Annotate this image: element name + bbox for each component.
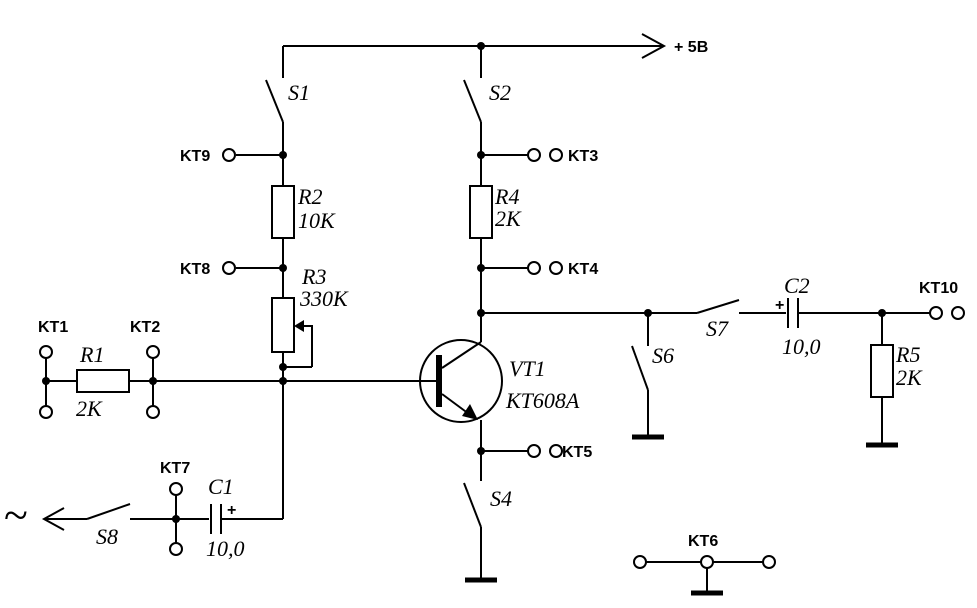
test-point-kt8: KT8: [180, 261, 287, 278]
c2-name: C2: [784, 273, 810, 298]
r5-name: R5: [895, 342, 920, 367]
test-point-kt6: KT6: [633, 533, 776, 596]
c2-value: 10,0: [782, 334, 821, 359]
vt1-name: VT1: [509, 356, 546, 381]
kt7-label: KT7: [160, 460, 190, 477]
supply-rail: + 5В: [283, 33, 708, 59]
input-network: KT1 R1 2K KT2: [38, 319, 420, 421]
test-point-kt4: KT4: [477, 261, 598, 278]
kt9-label: KT9: [180, 148, 210, 165]
r2-value: 10K: [298, 208, 336, 233]
transistor-vt1: VT1 KT608A: [419, 339, 580, 423]
ac-input: ~ S8 KT7 + C1 10,0: [4, 460, 283, 561]
switch-s7-label: S7: [706, 316, 729, 341]
kt6-label: KT6: [688, 533, 718, 550]
r1-value: 2K: [76, 396, 103, 421]
switch-s2-label: S2: [489, 80, 511, 105]
kt10-label: KT10: [919, 280, 958, 297]
r4-value: 2K: [495, 206, 522, 231]
switch-s2: S2: [463, 46, 511, 186]
switch-s8-label: S8: [96, 524, 118, 549]
r3-name: R3: [301, 264, 326, 289]
resistor-r2: R2 10K: [271, 184, 336, 298]
r3-value: 330K: [299, 286, 349, 311]
ac-source-symbol: ~: [4, 491, 28, 540]
kt8-label: KT8: [180, 261, 210, 278]
c2-plus: +: [775, 297, 784, 314]
switch-s4-label: S4: [490, 486, 512, 511]
resistor-r4: R4 2K: [469, 184, 522, 342]
resistor-r1: [76, 369, 130, 393]
output-network: S6 S7 + C2 10,0 R5 2K KT10: [477, 273, 965, 448]
r4-name: R4: [494, 184, 519, 209]
test-point-kt3: KT3: [477, 148, 598, 165]
test-point-kt9: KT9: [180, 148, 287, 165]
vt1-type: KT608A: [505, 388, 580, 413]
kt5-label: KT5: [562, 444, 592, 461]
kt2-label: KT2: [130, 319, 160, 336]
c1-name: C1: [208, 474, 234, 499]
r2-name: R2: [297, 184, 322, 209]
r1-name: R1: [79, 342, 104, 367]
c1-plus: +: [227, 502, 236, 519]
switch-s6-label: S6: [652, 343, 674, 368]
kt3-label: KT3: [568, 148, 598, 165]
resistor-r3: R3 330K: [271, 264, 349, 371]
kt4-label: KT4: [568, 261, 598, 278]
c1-value: 10,0: [206, 536, 245, 561]
emitter-branch: KT5 S4: [463, 420, 592, 583]
supply-label: + 5В: [674, 39, 708, 56]
r5-value: 2K: [896, 365, 923, 390]
kt1-label: KT1: [38, 319, 68, 336]
switch-s1-label: S1: [288, 80, 310, 105]
switch-s1: S1: [265, 46, 310, 186]
